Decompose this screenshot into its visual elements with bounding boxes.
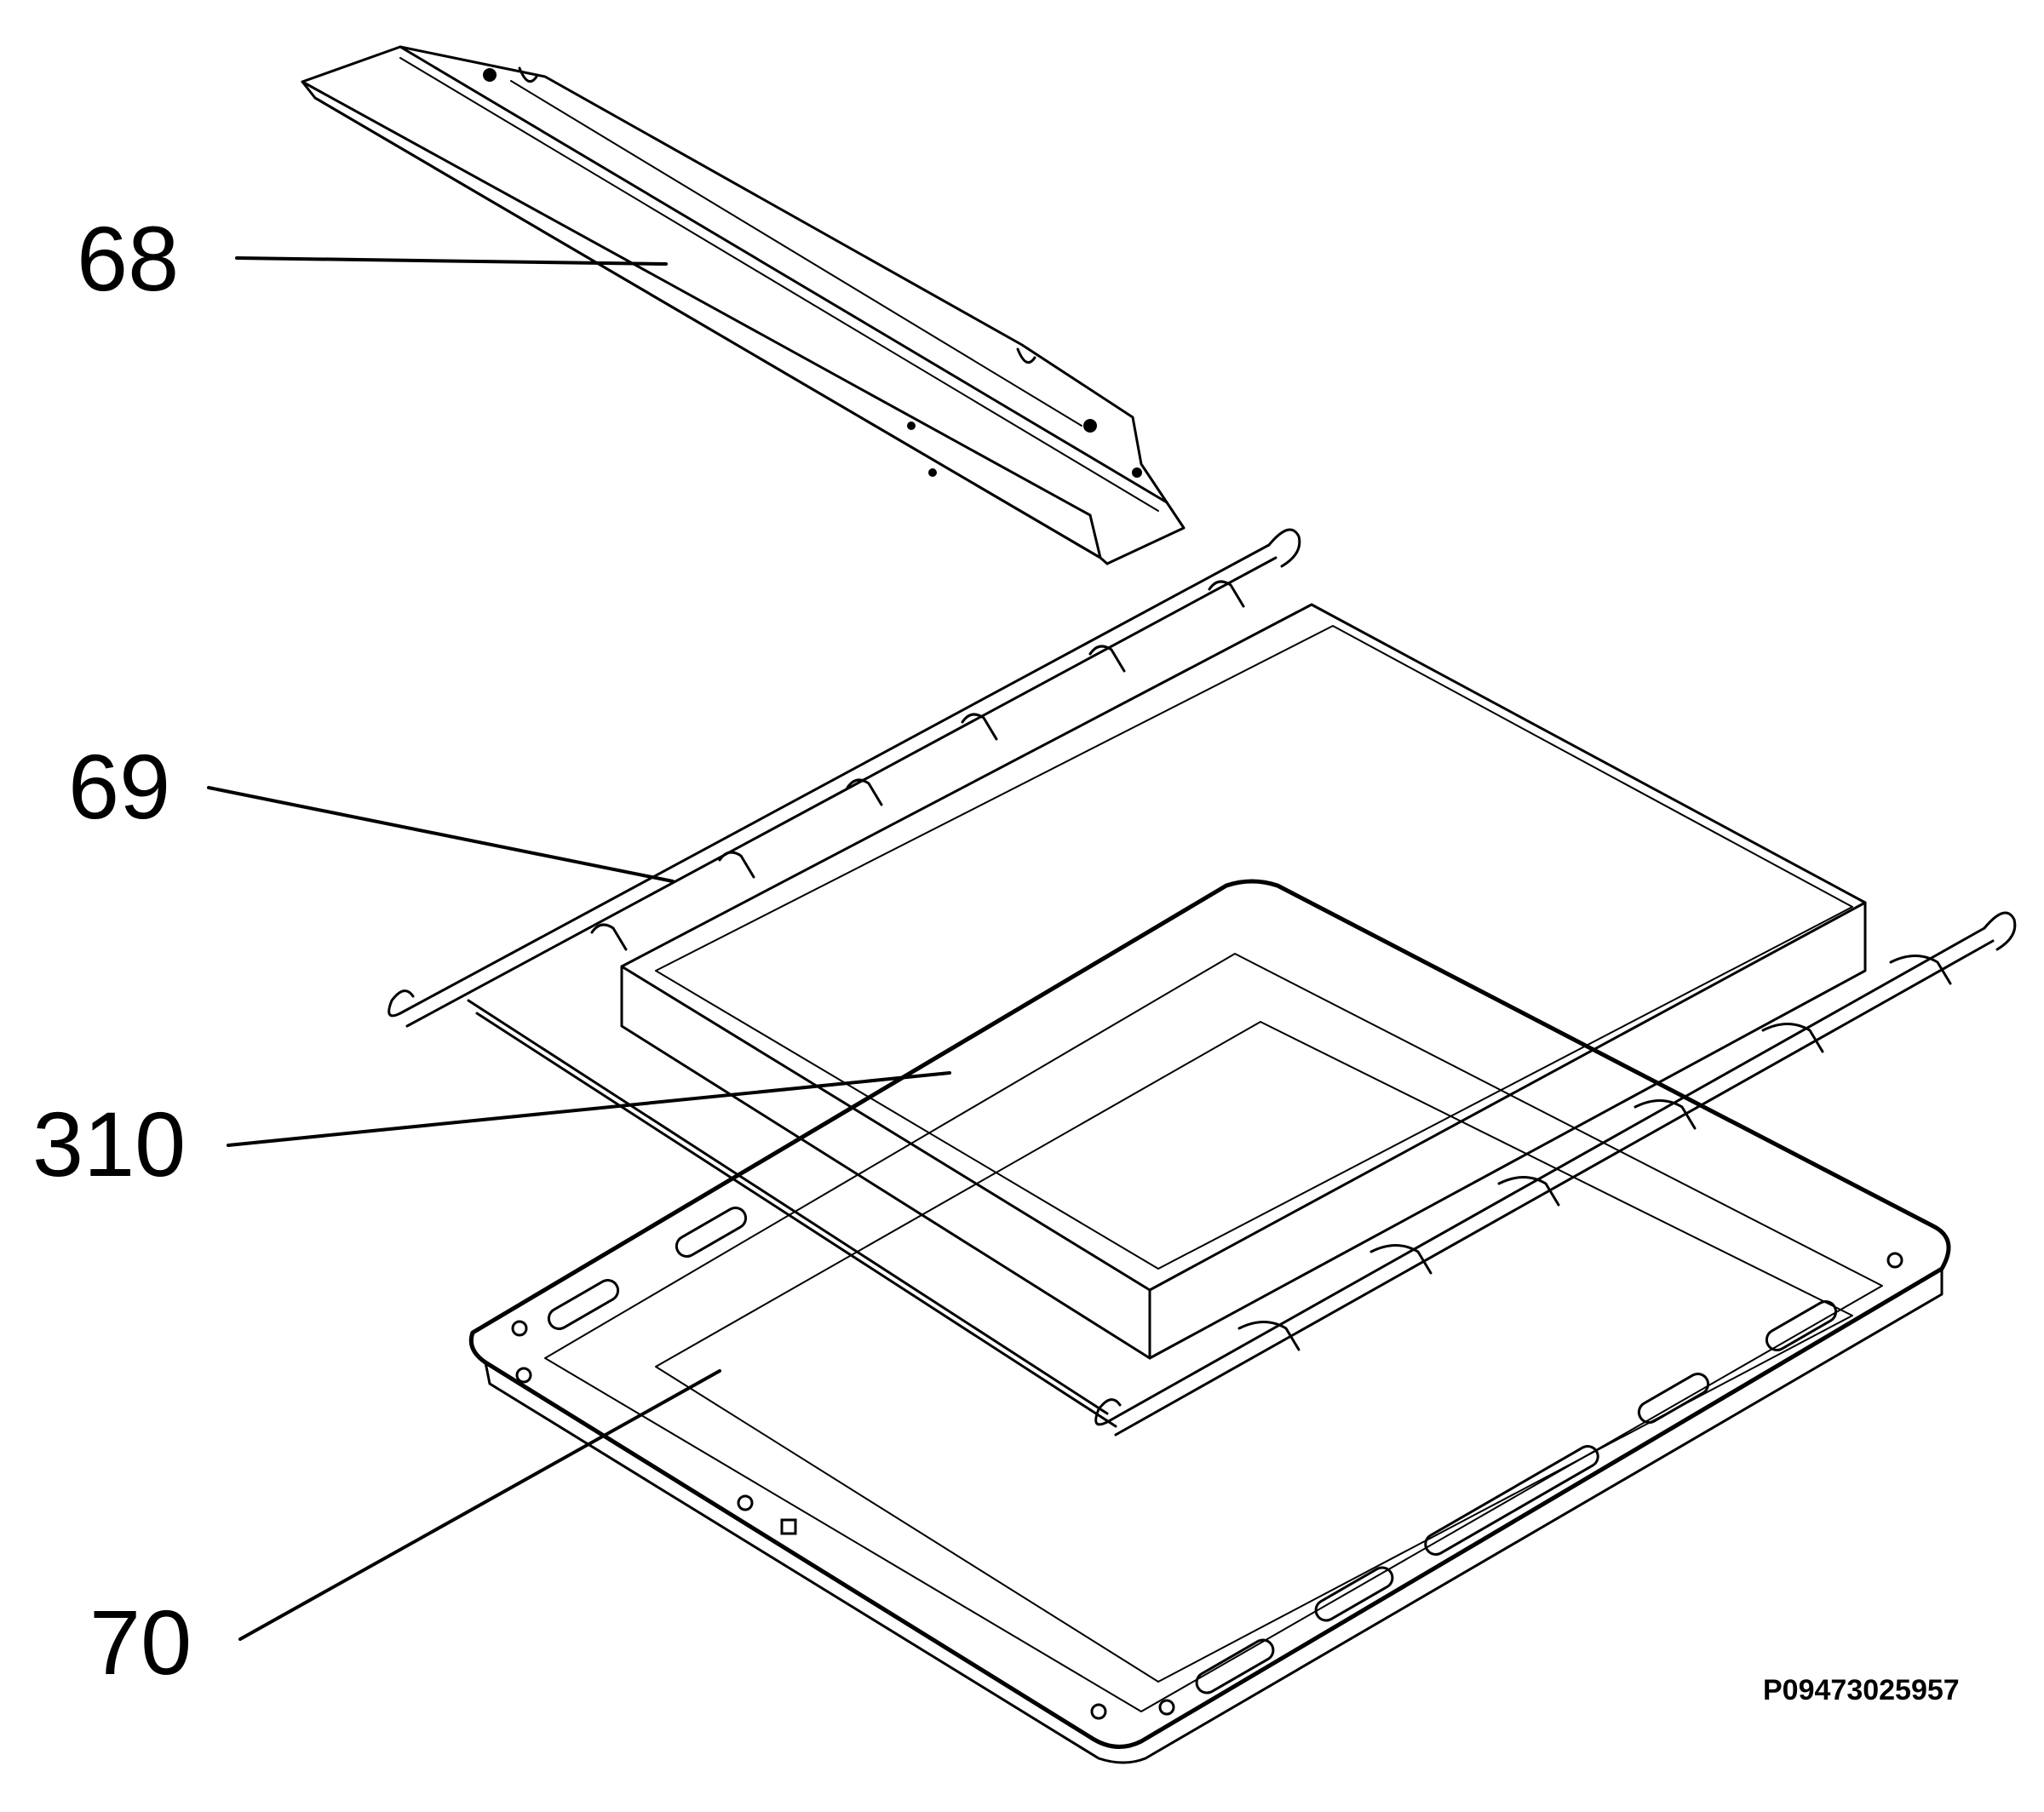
leader-310 bbox=[227, 1071, 951, 1147]
part-69-wire-bar bbox=[388, 528, 1301, 1428]
callout-68: 68 bbox=[77, 207, 180, 310]
leader-70 bbox=[238, 1369, 721, 1641]
leader-68 bbox=[235, 256, 668, 266]
part-69-front-wire-bar bbox=[1094, 911, 2017, 1436]
callout-69: 69 bbox=[68, 735, 171, 838]
callout-310: 310 bbox=[32, 1092, 187, 1196]
leader-69 bbox=[207, 786, 675, 883]
part-310-glass-panel bbox=[620, 603, 1867, 1360]
part-70-door-frame bbox=[468, 879, 1951, 1764]
drawing-code: P09473025957 bbox=[1763, 1674, 1960, 1706]
part-68-rail bbox=[301, 45, 1186, 565]
callout-70: 70 bbox=[89, 1591, 192, 1694]
